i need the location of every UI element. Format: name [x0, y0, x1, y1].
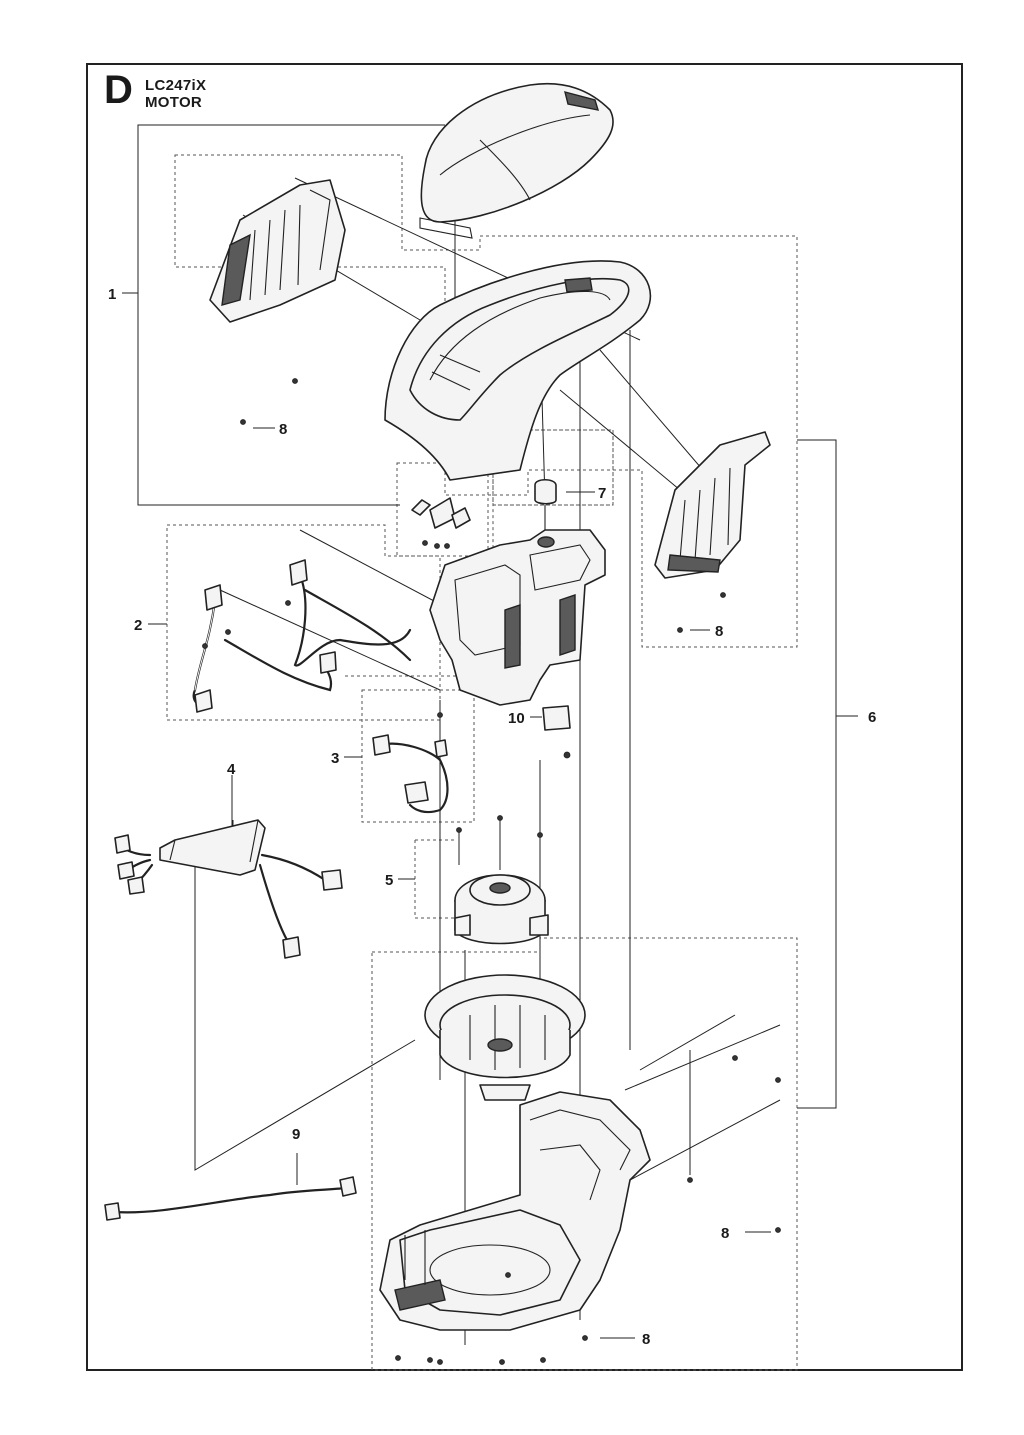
callout-8b: 8	[715, 623, 723, 640]
side-grille-right	[654, 431, 771, 579]
callout-6: 6	[868, 709, 876, 726]
callout-8a: 8	[279, 421, 287, 438]
callout-labels: 1 2 3 4 5 6 7 8 8 8 8 9 10	[108, 286, 876, 1348]
upper-cover	[384, 260, 652, 481]
callout-10: 10	[508, 710, 525, 727]
callout-2: 2	[134, 617, 142, 634]
callout-7: 7	[598, 485, 606, 502]
plug-part	[534, 478, 557, 540]
cable-9	[104, 1176, 357, 1221]
callout-9: 9	[292, 1126, 300, 1143]
callout-8c: 8	[721, 1225, 729, 1242]
callout-8d: 8	[642, 1331, 650, 1348]
motor-part	[454, 815, 549, 945]
group-box-cable	[361, 689, 475, 823]
switch-contacts	[411, 497, 471, 549]
top-lid	[419, 82, 614, 239]
section-letter: D	[104, 68, 133, 112]
fan-housing	[424, 974, 586, 1101]
model-code: LC247iX	[145, 77, 207, 94]
cable-part	[372, 712, 449, 814]
controller-box	[114, 819, 343, 959]
callout-5: 5	[385, 872, 393, 889]
lower-cover	[379, 1091, 651, 1331]
callout-1: 1	[108, 286, 116, 303]
group-box-harness	[166, 524, 441, 721]
side-grille-left	[209, 179, 346, 323]
screws	[240, 378, 781, 1365]
wiring-harness	[192, 559, 412, 713]
group-box-housing	[492, 429, 614, 506]
callout-3: 3	[331, 750, 339, 767]
diagram-frame	[86, 63, 963, 1371]
bracket-motor	[414, 839, 456, 919]
battery-housing	[429, 529, 606, 706]
section-name: MOTOR	[145, 94, 203, 111]
callout-4: 4	[227, 761, 236, 778]
switch-part	[542, 705, 571, 759]
